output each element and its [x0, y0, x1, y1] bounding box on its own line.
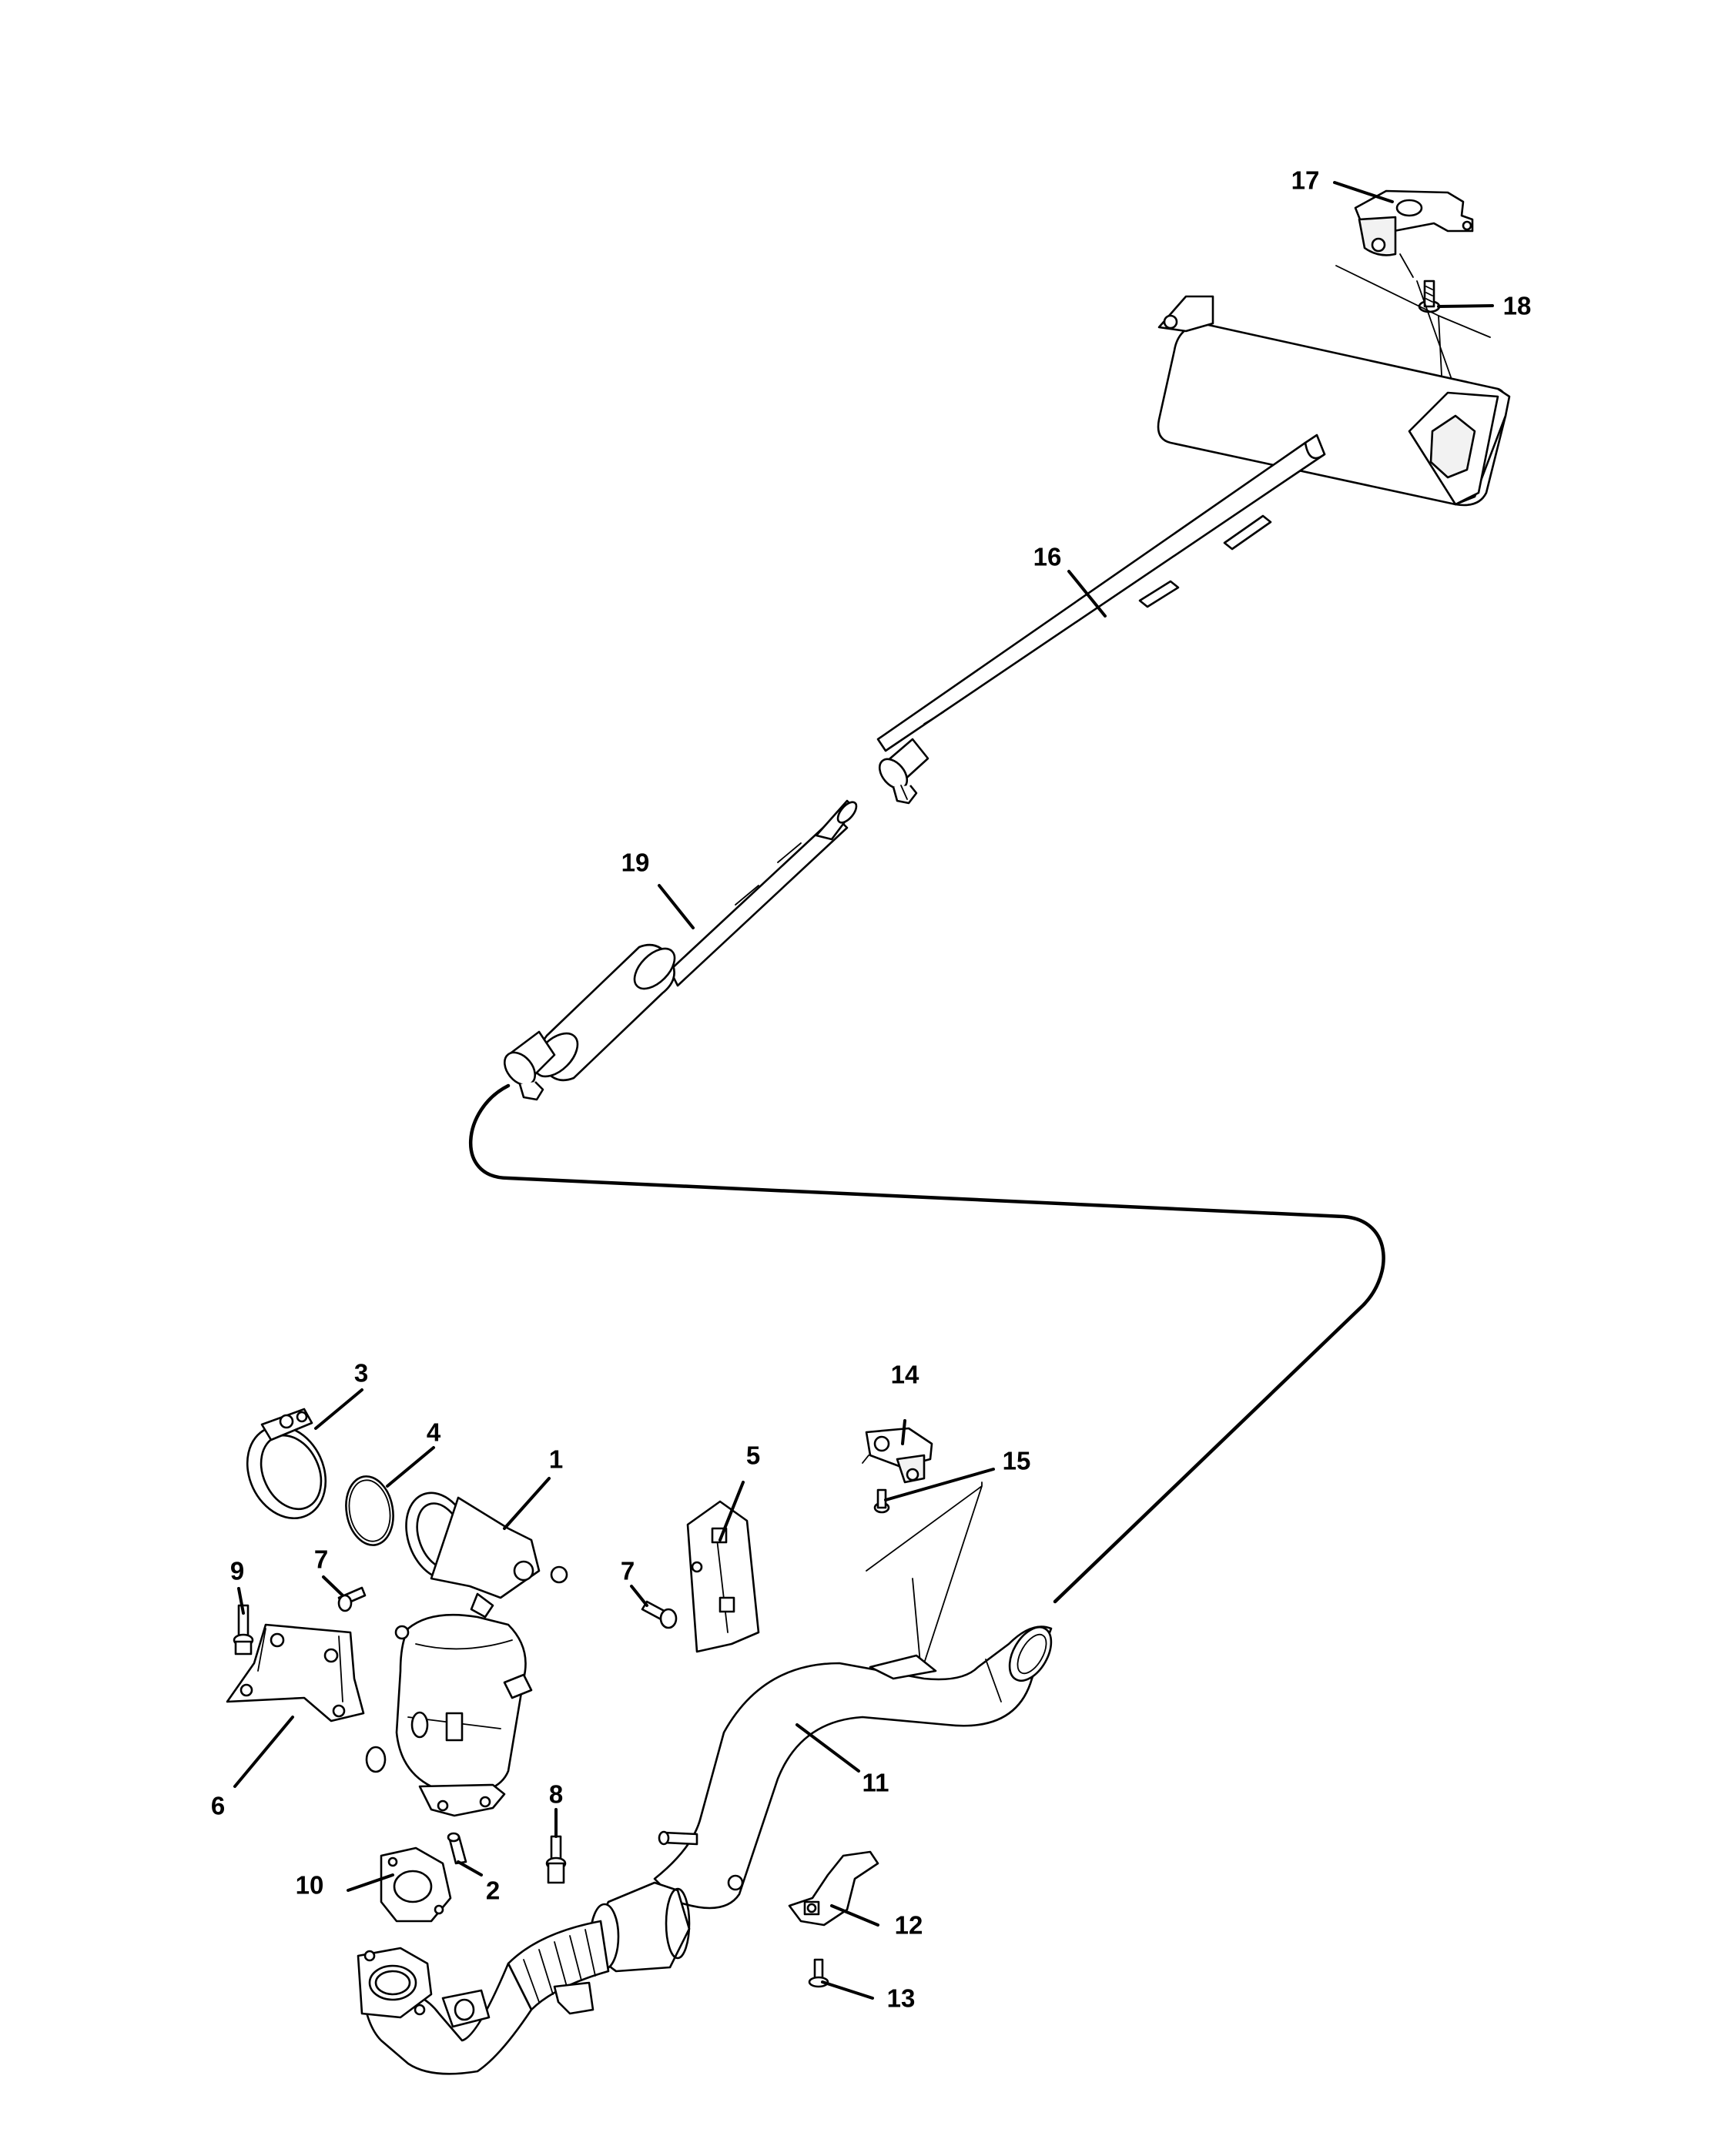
callout-leaders [233, 181, 1494, 2000]
callout-10: 10 [296, 1871, 324, 1900]
callout-11: 11 [862, 1769, 889, 1797]
callout-8: 8 [549, 1780, 563, 1809]
callout-3: 3 [354, 1359, 368, 1388]
callout-7b: 7 [621, 1557, 635, 1585]
callout-2: 2 [486, 1876, 500, 1905]
callout-19: 19 [621, 849, 650, 877]
callout-12: 12 [895, 1911, 923, 1940]
callout-labels: 1 2 3 4 5 6 7 7 8 9 10 11 12 13 14 15 16… [211, 166, 1532, 2013]
callout-1: 1 [549, 1445, 563, 1474]
stud-7-left [337, 1586, 367, 1612]
front-exhaust-pipe [357, 1625, 1053, 2075]
front-hanger [862, 1427, 933, 1484]
callout-14: 14 [891, 1361, 919, 1389]
hanger-bolt-15 [873, 1488, 890, 1514]
seal-ring [345, 1475, 394, 1546]
rear-muffler-assembly [876, 295, 1511, 805]
callout-13: 13 [887, 1984, 916, 2013]
front-hanger-alignment-lines [866, 1481, 983, 1664]
bolt-9 [233, 1604, 254, 1656]
callout-9: 9 [230, 1557, 244, 1585]
callout-15: 15 [1003, 1447, 1031, 1475]
routing-line [469, 1083, 1385, 1604]
heat-shield-bracket [788, 1850, 879, 1927]
v-band-clamp [246, 1408, 327, 1520]
callout-16: 16 [1033, 543, 1062, 571]
muffler-hanger-bracket [1354, 189, 1474, 278]
resonator-assembly [503, 799, 858, 1101]
catalytic-converter [365, 1491, 568, 1817]
callout-17: 17 [1291, 166, 1320, 195]
callout-6: 6 [211, 1792, 225, 1820]
support-bracket [686, 1500, 760, 1653]
bolt-8 [545, 1835, 567, 1884]
bolt-13 [808, 1958, 829, 1988]
flange-gasket [380, 1846, 452, 1923]
callout-5: 5 [746, 1441, 760, 1470]
callout-4: 4 [427, 1418, 441, 1447]
callout-7a: 7 [314, 1545, 328, 1574]
bolt-7-right [641, 1600, 678, 1629]
callout-18: 18 [1503, 292, 1532, 320]
converter-bracket [226, 1623, 365, 1722]
stud-2 [447, 1832, 467, 1865]
